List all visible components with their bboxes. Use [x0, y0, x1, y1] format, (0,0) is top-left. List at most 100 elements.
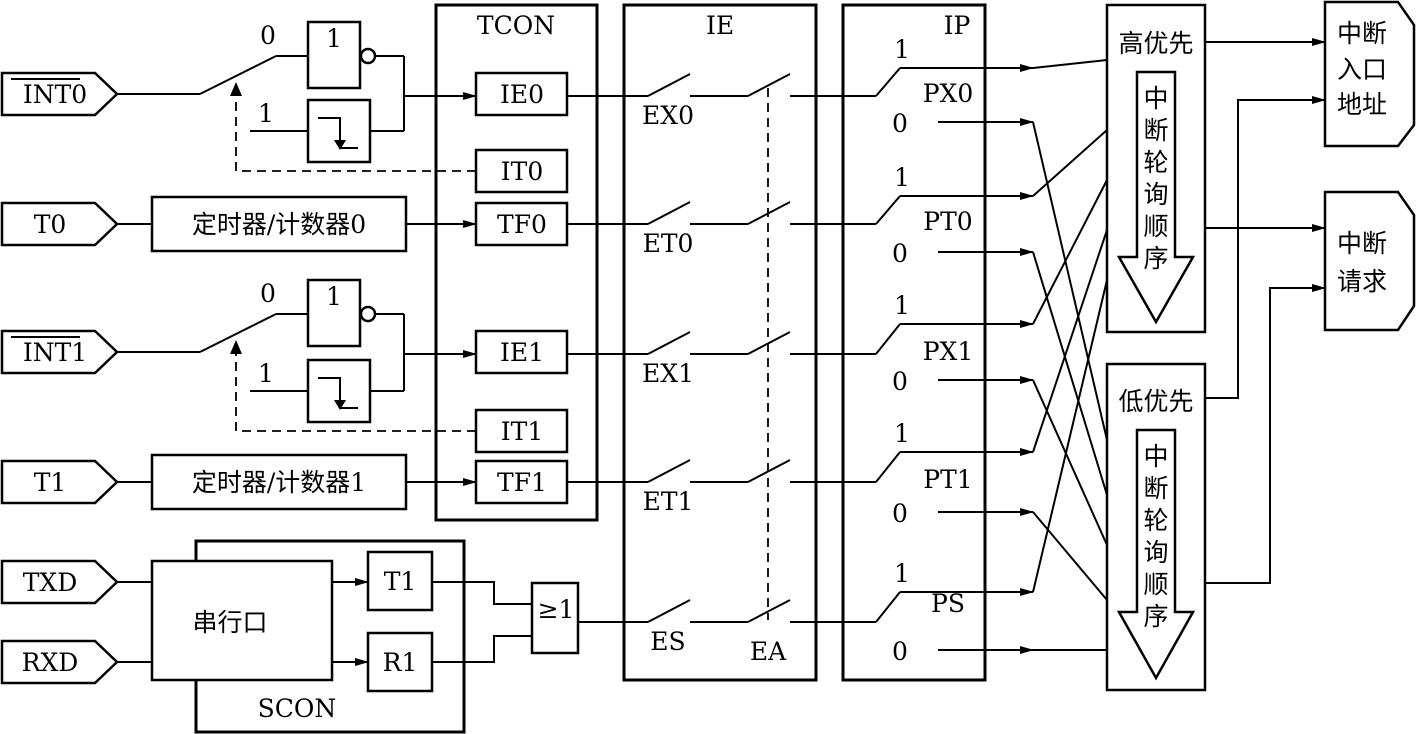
route-low-1	[1032, 251, 1108, 496]
int0-not-label: 1	[326, 24, 342, 53]
route-low-2	[1032, 379, 1108, 546]
serial-ti-label: T1	[384, 567, 417, 596]
int0-inverter-bubble	[359, 47, 377, 65]
ie-bit-et0-label: ET0	[643, 229, 694, 258]
poll-char: 断	[1143, 474, 1168, 503]
tcon-bit-ie0	[474, 71, 569, 117]
tcon-bit-it0-label: IT0	[501, 157, 543, 186]
poll-char: 轮	[1143, 506, 1168, 535]
ip-ps-one: 1	[894, 559, 910, 588]
ip-bit-pt0-label: PT0	[923, 207, 972, 236]
int1-edge-icon	[318, 377, 341, 408]
ip-bit-px1-label: PX1	[923, 337, 974, 366]
ip-pt0-zero: 0	[892, 239, 908, 268]
tcon-bit-it0	[474, 148, 569, 194]
switch-ex1	[647, 331, 691, 355]
priority-routing-lines	[1032, 59, 1108, 651]
serial-ti-flag	[366, 550, 434, 612]
input-t1: T1	[0, 459, 119, 505]
output-wires	[1205, 38, 1326, 584]
poll-char: 序	[1143, 602, 1168, 631]
vector-line3: 地址	[1337, 90, 1387, 119]
ip-label: IP	[944, 11, 971, 40]
ip-ps-zero: 0	[892, 637, 908, 666]
tcon-bit-ie0-label: IE0	[500, 80, 544, 109]
ie-bit-ea-label: EA	[750, 637, 787, 666]
route-high-3	[1032, 229, 1108, 453]
low-poll-order-arrow	[1116, 428, 1196, 681]
ip-px1-zero: 0	[892, 367, 908, 396]
int1-select-switch	[199, 313, 277, 353]
input-int0-label: INT0	[23, 80, 87, 109]
tcon-bit-tf0-label: TF0	[497, 210, 547, 239]
timer1-label: 定时器/计数器1	[192, 468, 366, 497]
or-gate-label: ≥1	[538, 595, 575, 624]
input-rxd-label: RXD	[22, 648, 79, 677]
ip-switch-px0	[875, 67, 901, 97]
timer1: 定时器/计数器1	[117, 453, 477, 511]
tcon-bits: IE0 IT0 TF0 IE1 IT1 TF1	[474, 71, 569, 505]
ip-bit-pt1-label: PT1	[923, 465, 972, 494]
ie-bit-et1-label: ET1	[643, 487, 694, 516]
int0-select-switch	[199, 55, 277, 95]
serial-port-label: 串行口	[192, 608, 267, 637]
switch-ea-contact	[747, 201, 791, 225]
poll-char: 询	[1143, 538, 1168, 567]
tcon-register: TCON	[434, 3, 599, 522]
tcon-label: TCON	[477, 11, 555, 40]
output-interrupt-request: 中断 请求	[1323, 190, 1416, 332]
input-int1-label: INT1	[23, 338, 87, 367]
serial-ri-label: R1	[383, 648, 418, 677]
route-high-1	[1032, 129, 1108, 197]
ie-register: IE	[622, 3, 818, 682]
ip-pt1-zero: 0	[892, 499, 908, 528]
timer0: 定时器/计数器0	[117, 195, 477, 253]
switch-es	[647, 599, 691, 623]
tcon-bit-ie1-label: IE1	[500, 338, 544, 367]
vector-line2: 入口	[1337, 55, 1387, 84]
ip-switch-ps	[875, 591, 901, 623]
switch-ea-contact	[747, 73, 791, 97]
ip-switch-px1	[875, 323, 901, 355]
ip-bit-ps-label: PS	[931, 589, 965, 618]
int1-trigger-circuit: 0 1 1	[117, 278, 477, 432]
poll-char: 序	[1143, 244, 1168, 273]
int0-edge-in: 1	[258, 99, 274, 128]
input-t0: T0	[0, 201, 119, 247]
switch-ea-contact	[747, 459, 791, 483]
switch-et0	[647, 201, 691, 225]
route-high-2	[1032, 179, 1108, 325]
switch-ex0	[647, 73, 691, 97]
timer0-label: 定时器/计数器0	[192, 210, 366, 239]
poll-char: 顺	[1143, 212, 1168, 241]
int0-sel-0: 0	[260, 21, 276, 50]
request-line1: 中断	[1337, 229, 1387, 258]
int1-sel-0: 0	[260, 279, 276, 308]
input-int0: INT0	[0, 71, 119, 117]
int1-edge-in: 1	[258, 359, 274, 388]
high-priority-label: 高优先	[1118, 29, 1193, 58]
route-high-4	[1032, 279, 1108, 593]
switch-ea-contact	[747, 599, 791, 623]
ie-bit-ex1-label: EX1	[642, 359, 694, 388]
switch-et1	[647, 459, 691, 483]
route-low-3	[1032, 511, 1108, 601]
ip-switch-pt0	[875, 195, 901, 225]
tcon-bit-it1	[474, 408, 569, 454]
or-gate	[530, 581, 580, 655]
int0-edge-icon	[318, 117, 341, 148]
ip-px0-one: 1	[894, 35, 910, 64]
request-line2: 请求	[1337, 267, 1387, 296]
tcon-bit-tf0	[474, 201, 569, 247]
ie-label: IE	[706, 11, 734, 40]
low-priority-label: 低优先	[1118, 387, 1193, 416]
tcon-bit-tf1-label: TF1	[497, 468, 547, 497]
output-vector-address: 中断 入口 地址	[1323, 0, 1416, 148]
scon-label: SCON	[258, 694, 337, 723]
input-t0-label: T0	[34, 210, 67, 239]
ip-px0-zero: 0	[892, 109, 908, 138]
